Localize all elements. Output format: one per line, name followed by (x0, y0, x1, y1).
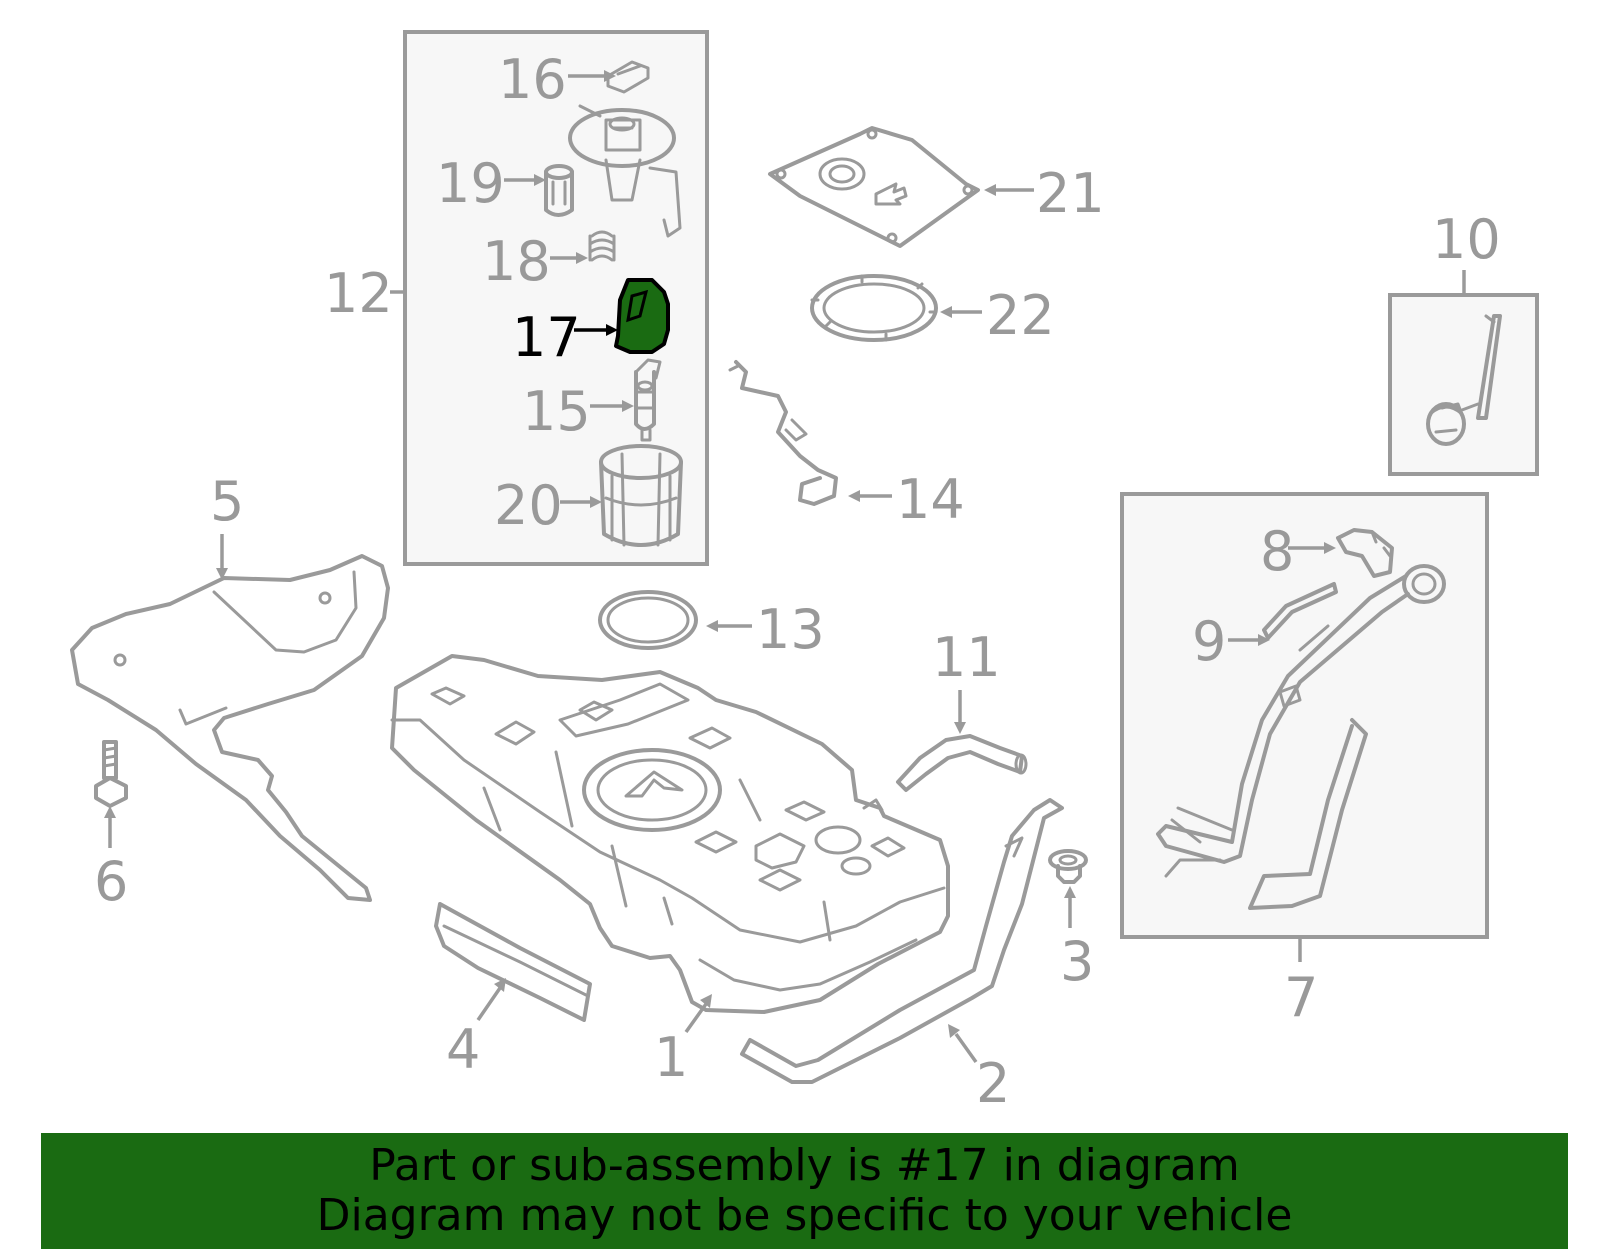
part-1-fuel-tank[interactable] (390, 654, 950, 1014)
part-6-bolt[interactable] (94, 740, 128, 808)
part-10-sender[interactable] (1426, 314, 1502, 446)
banner-line-1: Part or sub-assembly is #17 in diagram (369, 1140, 1240, 1191)
callout-22: 22 (986, 284, 1055, 347)
part-2-tank-strap[interactable] (740, 798, 1064, 1084)
callout-9: 9 (1192, 610, 1226, 673)
assembly-box-10 (1388, 293, 1539, 476)
callout-18: 18 (482, 230, 551, 293)
leader-lines (104, 70, 1466, 1064)
part-11-hose[interactable] (896, 734, 1028, 792)
callout-5: 5 (210, 470, 244, 533)
part-16-connector[interactable] (606, 60, 650, 94)
part-9-hose[interactable] (1262, 582, 1338, 640)
part-8-valve[interactable] (1336, 528, 1394, 578)
callout-6: 6 (94, 850, 128, 913)
callout-21: 21 (1036, 162, 1105, 225)
callout-15: 15 (522, 380, 591, 443)
callout-10: 10 (1432, 208, 1501, 271)
part-15-pump[interactable] (634, 358, 662, 442)
callout-7: 7 (1284, 966, 1318, 1029)
part-19-filter[interactable] (544, 164, 574, 217)
part-4-insulator[interactable] (434, 902, 592, 1022)
callout-11: 11 (932, 626, 1001, 689)
callout-17: 17 (512, 306, 581, 369)
part-21-cover-plate[interactable] (768, 126, 980, 248)
info-banner: Part or sub-assembly is #17 in diagram D… (41, 1133, 1568, 1249)
callout-8: 8 (1260, 520, 1294, 583)
callout-19: 19 (436, 152, 505, 215)
part-13-o-ring[interactable] (598, 590, 698, 650)
callout-1: 1 (654, 1026, 688, 1089)
part-7-filler-neck[interactable] (1156, 564, 1446, 910)
banner-line-2: Diagram may not be specific to your vehi… (316, 1190, 1293, 1241)
callout-labels: 16 19 18 17 15 20 12 21 22 14 13 10 8 9 … (94, 48, 1501, 1115)
part-18-spring[interactable] (588, 230, 616, 262)
part-20-strainer[interactable] (599, 444, 683, 547)
fuel-pump-flange[interactable] (568, 104, 682, 238)
part-14-harness[interactable] (728, 360, 838, 506)
part-5-heat-shield[interactable] (70, 554, 390, 902)
callout-3: 3 (1060, 930, 1094, 993)
part-3-nut[interactable] (1048, 849, 1088, 884)
part-22-ring-gasket[interactable] (810, 274, 938, 342)
part-17-highlighted[interactable] (614, 278, 670, 354)
callout-14: 14 (896, 468, 965, 531)
callout-16: 16 (498, 48, 567, 111)
callout-20: 20 (494, 474, 563, 537)
assembly-box-7 (1120, 492, 1489, 939)
callout-12: 12 (324, 262, 393, 325)
callout-4: 4 (446, 1018, 480, 1081)
callout-13: 13 (756, 598, 825, 661)
callout-2: 2 (976, 1052, 1010, 1115)
